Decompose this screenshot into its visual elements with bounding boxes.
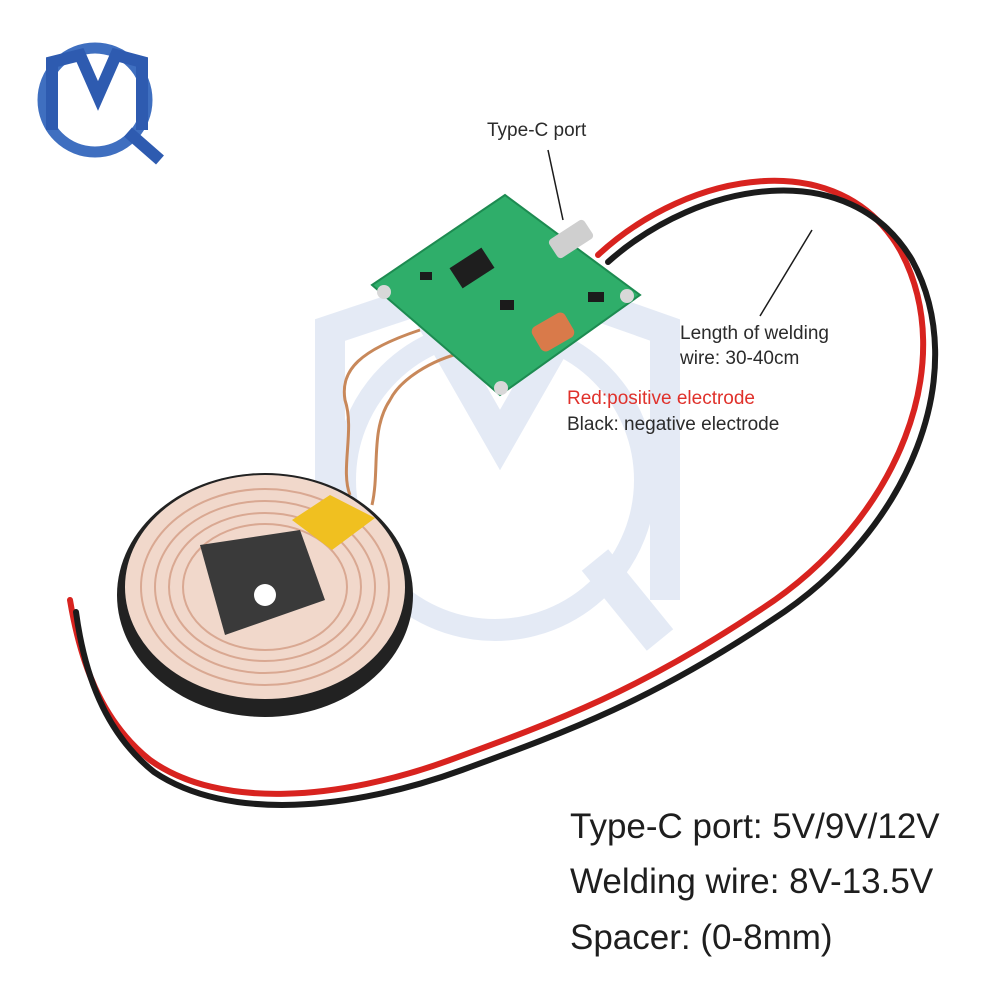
red-wire-label: Red:positive electrode <box>567 388 755 409</box>
type-c-callout: Type-C port <box>487 120 587 141</box>
power-cable <box>67 177 939 808</box>
spec-welding-wire: Welding wire: 8V-13.5V <box>570 862 934 901</box>
wireless-charging-coil <box>117 473 413 717</box>
svg-text:★ ★: ★ ★ <box>78 129 103 143</box>
wire-leader-line <box>759 229 813 317</box>
wire-length-callout-line1: Length of welding <box>680 323 829 344</box>
usb-c-port-icon <box>548 219 594 259</box>
mq-logo-icon: ★ ★ <box>37 42 164 165</box>
spec-type-c: Type-C port: 5V/9V/12V <box>570 807 940 846</box>
pcb-board <box>370 193 642 397</box>
wire-length-callout-line2: wire: 30-40cm <box>680 348 800 369</box>
coil-leads <box>342 328 466 506</box>
black-wire-label: Black: negative electrode <box>567 414 780 435</box>
type-c-leader-line <box>547 149 564 221</box>
spec-spacer: Spacer: (0-8mm) <box>570 918 833 957</box>
